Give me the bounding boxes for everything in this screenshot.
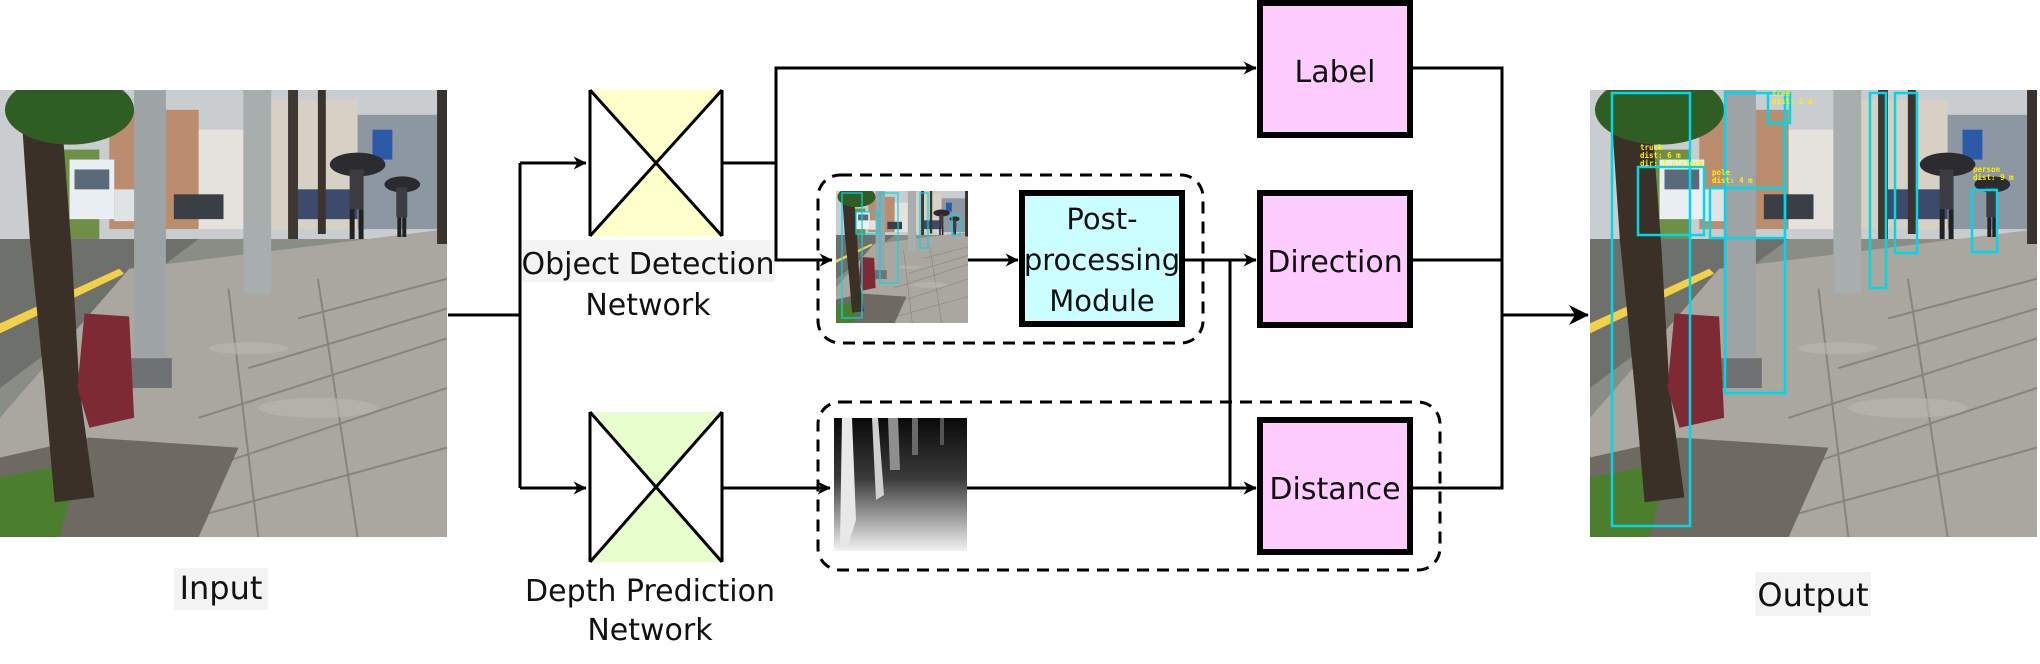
input-label: Input <box>180 569 263 607</box>
postproc-line-3: Module <box>1049 284 1154 318</box>
distance-box-text: Distance <box>1269 472 1400 507</box>
postproc-to-distance <box>1228 260 1257 495</box>
det-dir-truck: dir: 1 o'clock <box>1640 159 1704 168</box>
output-label: Output <box>1757 576 1868 614</box>
od-to-label <box>774 61 1257 163</box>
input-image <box>0 75 447 537</box>
bbox-tree <box>1610 91 1692 528</box>
det-label-pole: pole <box>1712 168 1731 177</box>
det-label-tree: tree <box>1772 89 1791 98</box>
depth-prediction-network-shape <box>588 411 724 563</box>
postproc-line-2: processing <box>1024 243 1180 277</box>
det-dist-truck: dist: 6 m <box>1640 151 1681 160</box>
label-to-merge <box>1410 66 1504 490</box>
output-label-bg <box>1755 572 1871 616</box>
output-image: truck dist: 6 m dir: 1 o'clock pole dist… <box>1590 89 2037 537</box>
bbox-pole-2 <box>1766 91 1792 125</box>
det-dist-person: dist: 9 m <box>1973 173 2014 182</box>
distance-box: Distance <box>1257 417 1413 555</box>
depth-network-label-1: Depth Prediction <box>525 574 775 609</box>
direction-box-text: Direction <box>1267 245 1403 280</box>
direction-box: Direction <box>1257 190 1413 328</box>
bbox-car <box>1708 186 1787 240</box>
od-label-bg <box>520 240 775 282</box>
bbox-pole-4 <box>1893 91 1919 255</box>
bbox-person <box>1970 188 1999 254</box>
label-box: Label <box>1257 0 1413 138</box>
bbox-pole-3 <box>1868 91 1888 290</box>
det-label-person: person <box>1973 165 2000 174</box>
det-label-truck: truck <box>1640 143 1663 152</box>
input-label-bg <box>174 568 268 610</box>
bbox-truck <box>1636 165 1706 237</box>
od-network-label-2: Network <box>585 288 711 323</box>
od-network-label-1: Object Detection <box>522 247 775 282</box>
post-processing-module: Post- processing Module <box>1019 190 1185 327</box>
det-dist-tree: dist: 2 m <box>1772 97 1813 106</box>
label-box-text: Label <box>1295 55 1376 90</box>
postproc-line-1: Post- <box>1066 202 1137 236</box>
bbox-pole <box>1723 91 1787 395</box>
detection-thumbnail <box>836 187 968 323</box>
connectors <box>448 61 1589 495</box>
det-dist-pole: dist: 4 m <box>1712 176 1753 185</box>
depth-network-label-2: Network <box>587 613 713 648</box>
object-detection-network-shape <box>588 88 724 238</box>
depth-map-thumbnail <box>834 418 967 551</box>
od-to-thumb <box>774 163 833 267</box>
